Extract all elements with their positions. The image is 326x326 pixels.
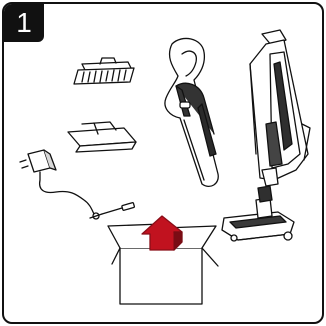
crevice-tool-icon bbox=[68, 122, 136, 152]
brush-attachment-icon bbox=[74, 58, 134, 84]
step-panel: 1 bbox=[2, 2, 324, 324]
vacuum-main-body-icon bbox=[250, 30, 310, 186]
handheld-vacuum-icon bbox=[165, 38, 218, 186]
floor-brush-head-icon bbox=[222, 186, 294, 241]
contents-illustration bbox=[4, 4, 322, 322]
charger-adapter-icon bbox=[20, 150, 135, 219]
